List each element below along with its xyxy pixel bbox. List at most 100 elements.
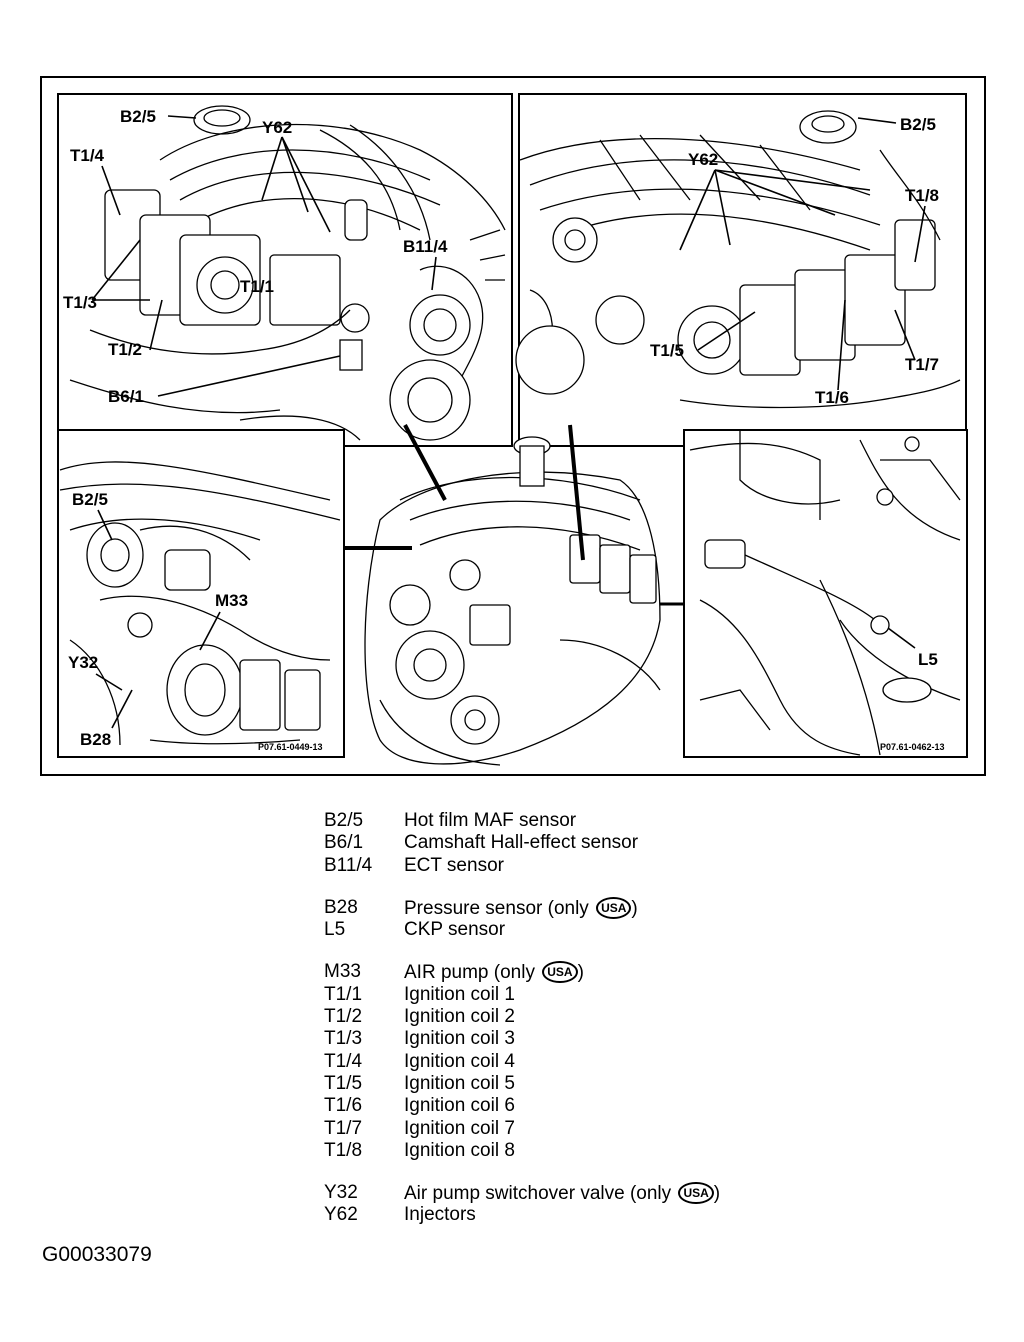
- legend-code: M33: [324, 961, 361, 983]
- callout-b6-1: B6/1: [108, 387, 144, 406]
- figure-id: G00033079: [42, 1243, 152, 1266]
- legend-description-text: Ignition coil 6: [404, 1095, 515, 1117]
- legend-row: T1/6 Ignition coil 6: [324, 1095, 884, 1117]
- legend-code: B11/4: [324, 854, 373, 876]
- panel-top-right: Y62 B2/5 T1/8 T1/5 T1/7 T1/6: [515, 93, 967, 447]
- legend-description-text: Ignition coil 3: [404, 1028, 515, 1050]
- panel-pointers: [344, 424, 684, 606]
- legend-code: T1/1: [324, 983, 363, 1005]
- legend-description: Ignition coil 4: [404, 1051, 884, 1073]
- legend-description: Ignition coil 6: [404, 1095, 884, 1117]
- legend-row: Y62 Injectors: [324, 1204, 884, 1226]
- legend-row: B28 Pressure sensor (only USA): [324, 896, 884, 919]
- legend-row: T1/5 Ignition coil 5: [324, 1073, 884, 1095]
- legend-description: Ignition coil 1: [404, 984, 884, 1006]
- panel-top-left: B2/5 Y62 T1/4 B11/4 T1/1 T1/3 T1/2 B6/1: [57, 93, 513, 447]
- callout-b2-5-tl: B2/5: [120, 107, 156, 126]
- legend-code: B6/1: [324, 832, 364, 854]
- legend-row: M33 AIR pump (only USA): [324, 961, 884, 984]
- panel-bottom-left: B2/5 M33 Y32 B28 P07.61-0449-13: [57, 429, 345, 758]
- legend-description-text: Ignition coil 5: [404, 1072, 515, 1094]
- panel-code-bottom-left: P07.61-0449-13: [258, 742, 323, 752]
- legend-code: Y62: [324, 1204, 358, 1226]
- legend-description-text: Air pump switchover valve (only: [404, 1183, 672, 1205]
- panel-code-bottom-right: P07.61-0462-13: [880, 742, 945, 752]
- callout-t1-2: T1/2: [108, 340, 142, 359]
- leader-lines-bottom-right: [887, 627, 916, 649]
- legend-code: T1/5: [324, 1072, 363, 1094]
- engine-component-diagram: B2/5 Y62 T1/4 B11/4 T1/1 T1/3 T1/2 B6/1: [40, 76, 986, 776]
- callout-b11-4: B11/4: [403, 237, 448, 256]
- legend-code: B28: [324, 896, 358, 918]
- legend-description-text: ECT sensor: [404, 854, 504, 876]
- usa-badge-icon: USA: [596, 896, 632, 919]
- callout-y32: Y32: [68, 653, 98, 672]
- engine-overview-center: [364, 436, 661, 766]
- legend-row: T1/4 Ignition coil 4: [324, 1051, 884, 1073]
- legend-row: T1/1 Ignition coil 1: [324, 984, 884, 1006]
- legend-row: B2/5 Hot film MAF sensor: [324, 810, 884, 832]
- callout-t1-5: T1/5: [650, 341, 684, 360]
- legend-code: L5: [324, 919, 346, 941]
- legend-description-text: Injectors: [404, 1204, 476, 1226]
- legend-code: Y32: [324, 1182, 358, 1204]
- legend-row: T1/3 Ignition coil 3: [324, 1028, 884, 1050]
- legend-row: B6/1 Camshaft Hall-effect sensor: [324, 832, 884, 854]
- legend-description-text: Camshaft Hall-effect sensor: [404, 832, 639, 854]
- legend-description: ECT sensor: [404, 855, 884, 877]
- legend-description-suffix: ): [631, 897, 638, 919]
- legend-code: T1/4: [324, 1050, 363, 1072]
- callout-t1-6: T1/6: [815, 388, 849, 407]
- legend-row: Y32 Air pump switchover valve (only USA): [324, 1182, 884, 1205]
- legend-description-suffix: ): [577, 962, 584, 984]
- legend-code: B2/5: [324, 810, 364, 831]
- callout-t1-4: T1/4: [70, 146, 105, 165]
- engine-sketch-top-right: [515, 110, 961, 409]
- legend-description-suffix: ): [713, 1183, 721, 1205]
- legend-code: T1/7: [324, 1117, 363, 1139]
- usa-badge-icon: USA: [678, 1182, 714, 1205]
- legend-code: T1/8: [324, 1139, 363, 1161]
- legend-description: Ignition coil 3: [404, 1028, 884, 1050]
- legend-description-text: Ignition coil 1: [404, 983, 515, 1005]
- legend-description: Hot film MAF sensor: [404, 810, 884, 832]
- legend-description: CKP sensor: [404, 919, 884, 941]
- legend-description-text: Ignition coil 2: [404, 1006, 515, 1028]
- legend-description-text: Ignition coil 4: [404, 1050, 515, 1072]
- legend-row: B11/4 ECT sensor: [324, 855, 884, 877]
- legend-description: Ignition coil 2: [404, 1006, 884, 1028]
- callout-b2-5-bl: B2/5: [72, 490, 108, 509]
- callout-t1-1: T1/1: [240, 277, 274, 296]
- panel-bottom-right: L5 P07.61-0462-13: [683, 429, 968, 758]
- legend-code: T1/6: [324, 1095, 363, 1117]
- callout-t1-7: T1/7: [905, 355, 939, 374]
- leader-lines-top-right: [679, 117, 926, 391]
- leader-lines-bottom-left: [95, 509, 221, 729]
- leader-lines-top-left: [91, 115, 437, 397]
- legend-description: Injectors: [404, 1204, 884, 1226]
- legend-row: T1/7 Ignition coil 7: [324, 1118, 884, 1140]
- legend-description: Air pump switchover valve (only USA): [404, 1182, 884, 1205]
- legend-row: T1/2 Ignition coil 2: [324, 1006, 884, 1028]
- legend-description: Pressure sensor (only USA): [404, 896, 884, 919]
- callout-t1-3: T1/3: [63, 293, 97, 312]
- legend-description-text: Pressure sensor (only: [404, 897, 589, 919]
- legend-description-text: Hot film MAF sensor: [404, 810, 577, 831]
- legend-code: T1/3: [324, 1028, 363, 1050]
- callout-l5: L5: [918, 650, 938, 669]
- callout-y62-tr: Y62: [688, 150, 718, 169]
- legend-description: Ignition coil 7: [404, 1118, 884, 1140]
- callout-b2-5-tr: B2/5: [900, 115, 936, 134]
- callout-b28: B28: [80, 730, 111, 749]
- engine-sketch-bottom-left: [59, 461, 341, 746]
- callout-t1-8: T1/8: [905, 186, 939, 205]
- legend-description-text: AIR pump (only: [404, 962, 535, 984]
- outer-frame: [40, 76, 986, 776]
- legend-description: Camshaft Hall-effect sensor: [404, 832, 884, 854]
- legend-code: T1/2: [324, 1006, 363, 1028]
- legend-description: Ignition coil 5: [404, 1073, 884, 1095]
- usa-badge-icon: USA: [542, 961, 578, 984]
- callout-m33: M33: [215, 591, 248, 610]
